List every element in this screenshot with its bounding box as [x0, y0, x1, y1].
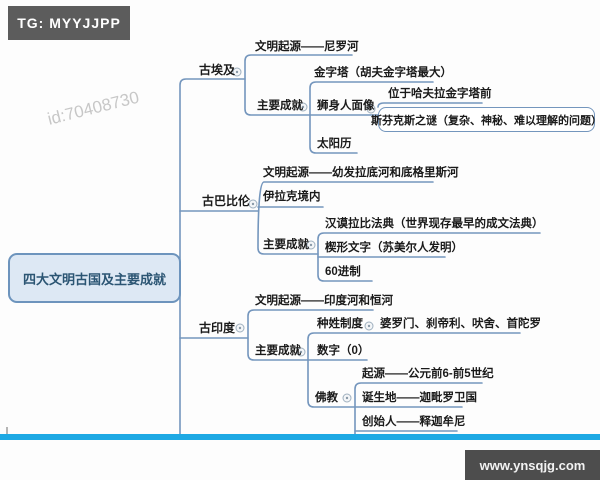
node-buddhism-birthplace[interactable]: 诞生地——迦毗罗卫国 — [362, 392, 477, 404]
node-caste-system[interactable]: 种姓制度 — [317, 318, 363, 330]
collapse-dot — [251, 202, 255, 206]
connector-spine — [179, 78, 246, 438]
connector-india-bracket — [247, 309, 374, 361]
node-cuneiform[interactable]: 楔形文字（苏美尔人发明） — [325, 242, 463, 254]
node-india-origin-rivers[interactable]: 文明起源——印度河和恒河 — [255, 295, 393, 307]
node-hammurabi-code[interactable]: 汉谟拉比法典（世界现存最早的成文法典） — [325, 218, 544, 230]
node-buddhism[interactable]: 佛教 — [315, 392, 338, 404]
collapse-dot — [369, 107, 373, 111]
connector-egypt-achievements-bracket — [309, 81, 434, 154]
connector-sphinx-location — [377, 102, 483, 108]
collapse-dot — [235, 70, 239, 74]
node-babylon-origin-rivers[interactable]: 文明起源——幼发拉底河和底格里斯河 — [263, 167, 459, 179]
connector-india-achievements-bracket — [307, 332, 521, 408]
node-pyramid[interactable]: 金字塔（胡夫金字塔最大） — [314, 67, 452, 79]
node-sphinx-statue[interactable]: 狮身人面像 — [317, 100, 375, 112]
node-buddhism-founder[interactable]: 创始人——释迦牟尼 — [362, 416, 466, 428]
collapse-dot — [299, 350, 303, 354]
tg-channel-badge: TG: MYYJJPP — [8, 6, 130, 40]
node-caste-varnas[interactable]: 婆罗门、刹帝利、吠舍、首陀罗 — [380, 318, 541, 330]
node-sphinx-riddle[interactable]: 斯芬克斯之谜（复杂、神秘、难以理解的问题） — [371, 107, 600, 132]
left-edge-tick — [6, 427, 8, 434]
website-badge: www.ynsqjg.com — [465, 450, 600, 480]
node-digit-zero[interactable]: 数字（0） — [317, 345, 370, 357]
connector-buddhism-bracket — [354, 382, 483, 438]
collapse-dot — [309, 243, 313, 247]
node-babylon-achievements[interactable]: 主要成就 — [263, 239, 309, 251]
collapse-dot — [367, 324, 371, 328]
connector-egypt-bracket — [244, 54, 379, 116]
root-node[interactable]: 四大文明古国及主要成就 — [8, 253, 181, 303]
node-india-achievements[interactable]: 主要成就 — [255, 345, 301, 357]
node-babylon-iraq[interactable]: 伊拉克境内 — [263, 191, 321, 203]
collapse-dot — [345, 396, 349, 400]
connector-babylon-bracket — [257, 181, 434, 255]
node-egypt-origin-nile[interactable]: 文明起源——尼罗河 — [255, 41, 359, 53]
branch-ancient-babylon[interactable]: 古巴比伦 — [202, 194, 251, 208]
node-egypt-achievements[interactable]: 主要成就 — [257, 100, 303, 112]
node-buddhism-origin[interactable]: 起源——公元前6-前5世纪 — [362, 368, 494, 380]
branch-ancient-egypt[interactable]: 古埃及 — [199, 63, 236, 77]
node-base-60[interactable]: 60进制 — [325, 266, 361, 278]
node-sphinx-location[interactable]: 位于哈夫拉金字塔前 — [388, 88, 492, 100]
branch-ancient-india[interactable]: 古印度 — [199, 321, 236, 335]
node-solar-calendar[interactable]: 太阳历 — [317, 138, 352, 150]
collapse-dot — [301, 105, 305, 109]
bottom-divider-bar — [0, 434, 600, 440]
collapse-dot — [238, 326, 242, 330]
